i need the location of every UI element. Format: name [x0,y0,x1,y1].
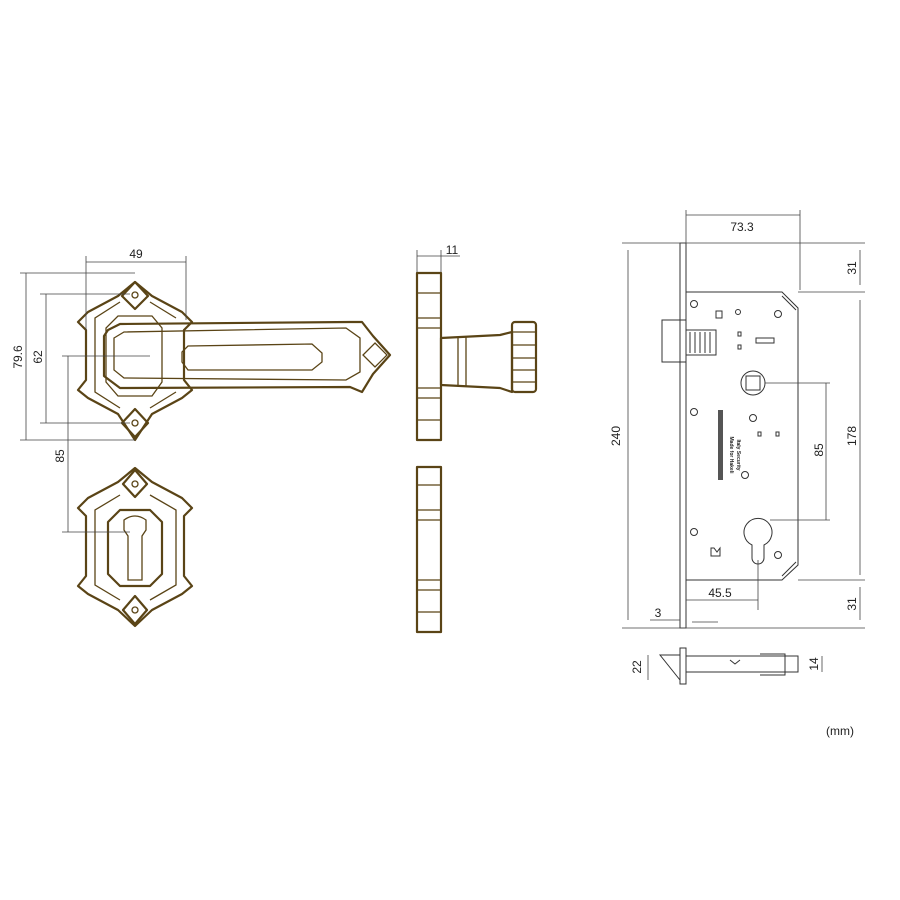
dim-center-distance: 85 [53,449,67,463]
handle-dimensions: 49 79.6 62 85 [11,247,187,533]
dim-body-width: 14 [807,657,821,671]
escutcheon-front [76,466,194,628]
svg-text:Made for Hakeli: Made for Hakeli [728,437,734,475]
keyhole-icon [123,515,147,581]
unit-note: (mm) [826,724,854,738]
dim-lock-center-distance: 85 [812,443,826,457]
dim-body-depth: 73.3 [730,220,754,234]
dim-screw-spacing: 62 [31,350,45,364]
screw-bottom-icon [120,407,150,439]
dim-backset: 45.5 [708,586,732,600]
dim-plate-thickness: 11 [446,243,459,257]
dim-top-offset: 31 [845,261,859,275]
svg-text:Italy Security: Italy Security [735,439,741,470]
cylinder-hole-icon [743,517,773,565]
screw-top-icon [120,280,150,311]
dim-total-height: 240 [609,426,623,446]
dim-bottom-offset: 31 [845,597,859,611]
dim-handle-height: 79.6 [11,345,25,369]
lever-handle-front [76,280,392,442]
dim-bolt-height: 22 [630,660,644,674]
side-view: 11 [415,243,538,634]
brand-label: Made for Hakeli Italy Security [718,410,741,480]
mortise-lock: Made for Hakeli Italy Security [658,242,799,685]
dim-faceplate: 3 [655,606,662,620]
follower-icon [740,370,766,396]
dim-body-height: 178 [845,426,859,446]
lock-dimensions: 73.3 31 31 240 178 85 45.5 3 22 14 [609,210,865,680]
dim-handle-width: 49 [129,247,143,261]
